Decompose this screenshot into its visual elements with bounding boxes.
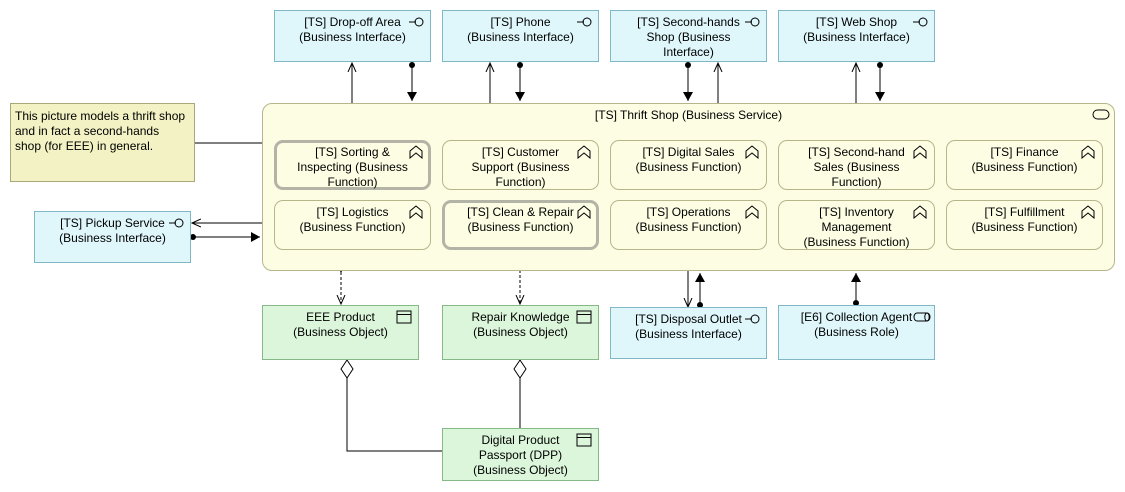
function-label: [TS] Operations (Business Function) [635,205,742,234]
function-second-hand-sales[interactable]: [TS] Second-hand Sales (Business Functio… [778,140,935,190]
business-service-icon [1092,109,1110,120]
object-digital-product-passport[interactable]: Digital Product Passport (DPP) (Business… [442,428,599,481]
business-interface-icon [409,17,424,27]
function-fulfillment[interactable]: [TS] Fulfillment (Business Function) [946,200,1103,250]
service-label: [TS] Thrift Shop (Business Service) [594,108,783,122]
object-eee-product[interactable]: EEE Product (Business Object) [262,305,419,360]
object-repair-knowledge[interactable]: Repair Knowledge (Business Object) [442,305,599,360]
interface-dropoff-area[interactable]: [TS] Drop-off Area (Business Interface) [274,10,431,62]
function-label: [TS] Fulfillment (Business Function) [971,205,1078,234]
business-function-icon [913,145,927,159]
function-label: [TS] Inventory Management (Business Func… [803,205,910,249]
interface-label: [TS] Phone (Business Interface) [467,15,574,44]
interface-second-hands-shop[interactable]: [TS] Second-hands Shop (Business Interfa… [610,10,767,62]
business-object-icon [396,310,412,324]
business-interface-icon [745,17,760,27]
role-collection-agent[interactable]: [E6] Collection Agent (Business Role) [778,305,935,360]
diagram-note: This picture models a thrift shop and in… [10,103,195,182]
object-label: EEE Product (Business Object) [293,310,388,339]
function-customer-support[interactable]: [TS] Customer Support (Business Function… [442,140,599,190]
function-inventory-management[interactable]: [TS] Inventory Management (Business Func… [778,200,935,250]
function-logistics[interactable]: [TS] Logistics (Business Function) [274,200,431,250]
function-operations[interactable]: [TS] Operations (Business Function) [610,200,767,250]
business-interface-icon [577,17,592,27]
business-interface-icon [169,218,184,228]
interface-label: [TS] Web Shop (Business Interface) [803,15,910,44]
aggregation-diamond-eee [340,359,354,379]
function-label: [TS] Digital Sales (Business Function) [635,145,742,174]
business-function-icon [577,205,591,219]
interface-pickup-service[interactable]: [TS] Pickup Service (Business Interface) [34,211,191,263]
business-role-icon [913,312,931,322]
object-label: Repair Knowledge (Business Object) [471,310,570,339]
business-interface-icon [745,314,760,324]
business-function-icon [745,145,759,159]
interface-disposal-outlet[interactable]: [TS] Disposal Outlet (Business Interface… [610,307,767,359]
function-clean-repair[interactable]: [TS] Clean & Repair (Business Function) [442,200,599,250]
interface-label: [TS] Pickup Service (Business Interface) [59,216,166,245]
interface-web-shop[interactable]: [TS] Web Shop (Business Interface) [778,10,935,62]
interface-phone[interactable]: [TS] Phone (Business Interface) [442,10,599,62]
function-label: [TS] Sorting & Inspecting (Business Func… [297,145,408,189]
aggregation-diamond-knowledge [513,359,527,379]
object-label: Digital Product Passport (DPP) (Business… [473,433,568,477]
business-function-icon [1081,205,1095,219]
business-function-icon [1081,145,1095,159]
interface-label: [TS] Disposal Outlet (Business Interface… [635,312,742,341]
function-label: [TS] Customer Support (Business Function… [471,145,570,189]
function-label: [TS] Second-hand Sales (Business Functio… [808,145,905,189]
business-function-icon [409,205,423,219]
business-function-icon [577,145,591,159]
eee-product-aggregates-dpp [346,378,443,452]
business-function-icon [409,145,423,159]
function-sorting-inspecting[interactable]: [TS] Sorting & Inspecting (Business Func… [274,140,431,190]
function-label: [TS] Logistics (Business Function) [299,205,406,234]
function-digital-sales[interactable]: [TS] Digital Sales (Business Function) [610,140,767,190]
interface-label: [TS] Second-hands Shop (Business Interfa… [637,15,740,59]
business-interface-icon [913,17,928,27]
note-text: This picture models a thrift shop and in… [15,109,186,153]
function-finance[interactable]: [TS] Finance (Business Function) [946,140,1103,190]
business-function-icon [913,205,927,219]
function-label: [TS] Clean & Repair (Business Function) [467,205,574,234]
business-object-icon [576,310,592,324]
business-function-icon [745,205,759,219]
business-object-icon [576,433,592,447]
role-label: [E6] Collection Agent (Business Role) [800,310,913,339]
function-label: [TS] Finance (Business Function) [971,145,1078,174]
interface-label: [TS] Drop-off Area (Business Interface) [299,15,406,44]
